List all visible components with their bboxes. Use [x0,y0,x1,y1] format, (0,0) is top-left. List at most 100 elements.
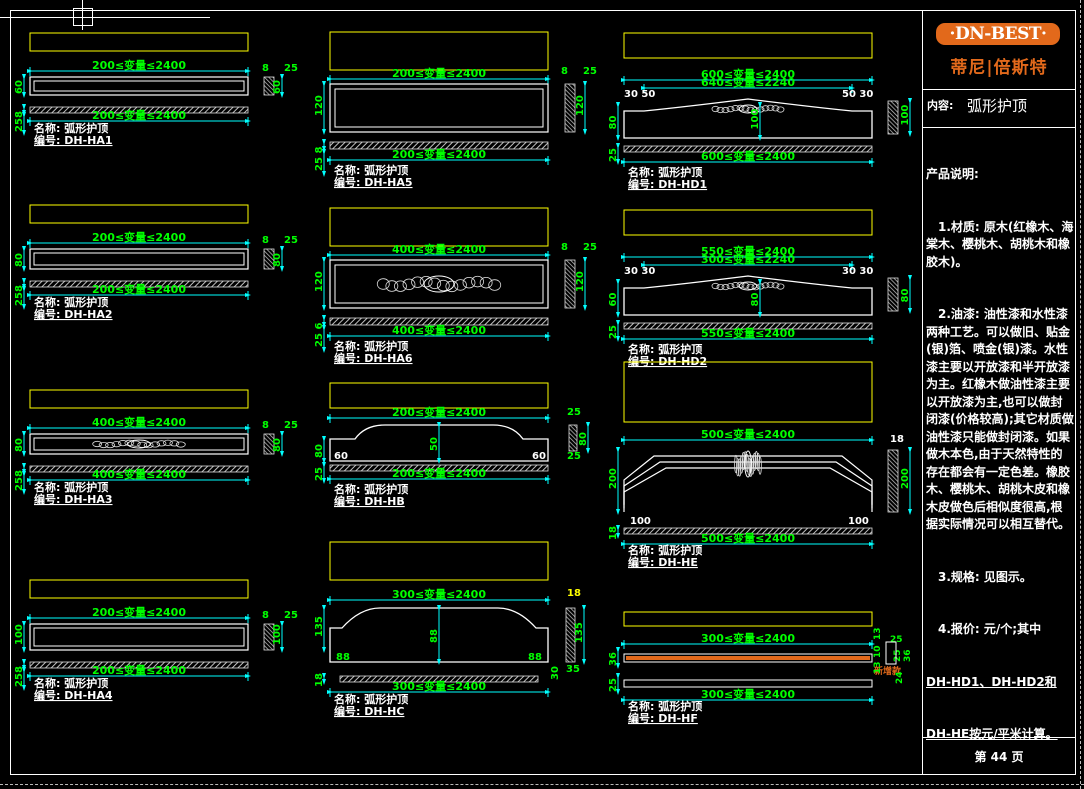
item-6-dim-top-label: 200≤变量≤2400 [392,405,486,419]
item-5-ornament-center [423,275,455,293]
item-8-dim-top-label: 600≤变量≤2400 [701,67,795,81]
item-1-name: 名称: 弧形护顶 [34,295,108,309]
item-2-dim-base-label: 8 [14,470,25,477]
item-3-top-view [29,661,249,669]
item-5-code: 编号: DH-HA6 [334,351,413,365]
item-9-name: 名称: 弧形护顶 [628,342,702,356]
brand-logo-text: ·DN-BEST· [936,23,1060,45]
item-10-dim-top-label: 500≤变量≤2400 [701,427,795,441]
sheet-border-dashed [0,784,1084,785]
item-6-dim-bottom-label: 200≤变量≤2400 [392,466,486,480]
item-1-front-inner [33,252,245,266]
item-11-front [623,653,873,663]
item-10-ornament-leaf [736,458,740,477]
item-3-dim-base-label: 8 [14,666,25,673]
item-5-ornament-leaf [479,276,493,289]
item-9-dim-mid-label: 300≤变量≤2240 [701,252,795,266]
content-value: 弧形护顶 [967,97,1028,115]
item-0-front-inner [33,80,245,92]
item-9-ornament-leaf [741,282,750,289]
item-3-code: 编号: DH-HA4 [34,688,113,702]
item-10-yellow-box [623,361,873,423]
item-7-left-w: 88 [336,652,350,663]
item-2-code: 编号: DH-HA3 [34,492,113,506]
item-3-side-b: 25 [284,610,298,621]
item-6-side-a: 25 [567,407,581,418]
item-2-ornament-leaf [175,441,186,448]
item-7-dim-bottom-label: 300≤变量≤2400 [392,679,486,693]
item-3-dim-bottom-label: 200≤变量≤2400 [92,663,186,677]
item-11-yellow-box [623,611,873,627]
item-9-yellow-box [623,209,873,236]
item-7-name: 名称: 弧形护顶 [334,692,408,706]
item-5-top-view [329,317,549,326]
product-description: 产品说明: 1.材质: 原木(红橡木、海棠木、樱桃木、胡桃木和橡胶木)。 2.油… [926,131,1074,779]
item-11-dim-total-label: 25 [608,678,619,692]
item-8-ornament-leaf [771,105,780,112]
brand-sub-text: 蒂尼|倍斯特 [950,58,1048,78]
item-5-ornament-leaf [411,276,424,288]
item-8-dim-mid-height-label: 100 [750,109,761,130]
item-5-side-b: 25 [583,242,597,253]
item-6-left-w: 60 [334,451,348,462]
item-2-ornament-center [127,439,151,449]
item-11-s4: 25 [893,649,903,662]
item-2-ornament-leaf [92,440,103,448]
item-7-dim-height-label: 135 [314,616,325,637]
item-11-dim-top-label: 300≤变量≤2400 [701,631,795,645]
item-0-side-b: 25 [284,63,298,74]
item-8-ornament-leaf [766,104,775,111]
item-5-ornament-leaf [385,280,399,292]
item-3-front [29,623,249,651]
item-0-top-view [29,106,249,114]
item-10-dim-height-label: 200 [608,468,619,489]
description-codes-line: DH-HD1、DH-HD2和 [926,674,1057,689]
item-10-code: 编号: DH-HE [628,555,698,569]
item-10-side-top: 18 [890,434,904,445]
item-2-front [29,433,249,455]
item-11-top-view [623,679,873,688]
item-2-front-inner [33,437,245,451]
item-0-dim-total-label: 25 [14,118,25,132]
item-10-ornament-leaf [739,455,744,474]
item-7-dim-top-label: 300≤变量≤2400 [392,587,486,601]
item-5-side-profile [564,259,576,309]
item-2-dim-total-label: 25 [14,477,25,491]
item-3-side-profile [263,623,275,651]
item-0-name: 名称: 弧形护顶 [34,121,108,135]
item-8-name: 名称: 弧形护顶 [628,165,702,179]
item-0-yellow-box [29,32,249,52]
description-line-4: 4.报价: 元/个;其中 [926,622,1042,636]
item-10-dim-bottom-label: 500≤变量≤2400 [701,531,795,545]
item-6-code: 编号: DH-HB [334,494,405,508]
description-line-1: 1.材质: 原木(红橡木、海棠木、樱桃木、胡桃木和橡胶木)。 [926,219,1074,269]
item-9-dim-top-label: 550≤变量≤2400 [701,244,795,258]
cad-cursor-pickbox [73,8,93,26]
item-10-ornament-center [744,450,752,478]
item-8-code: 编号: DH-HD1 [628,177,707,191]
item-3-front-inner [33,627,245,647]
item-4-front-inner [334,88,544,128]
cad-cursor-crosshair-vertical [82,0,83,30]
item-7-code: 编号: DH-HC [334,704,404,718]
item-11-dim-h1-label: 36 [608,652,619,666]
item-10-ornament-leaf [745,453,749,472]
item-2-ornament-leaf [150,441,160,448]
item-6-right-w: 60 [532,451,546,462]
item-11-side-profile [885,641,897,665]
item-2-ornament-leaf [156,440,167,447]
item-2-ornament-leaf [98,441,109,449]
item-2-top-view [29,465,249,473]
item-9-ornament [711,281,785,291]
item-8-side-profile [887,100,899,135]
item-1-front [29,248,249,270]
item-9-side-height-label: 80 [900,289,911,303]
item-2-ornament-leaf [111,441,122,448]
item-6-profile [329,424,549,462]
item-5-ornament-leaf [428,277,442,290]
item-7-right-w: 88 [528,652,542,663]
item-5-ornament-leaf [462,276,476,289]
item-1-side-height-label: 80 [272,253,283,267]
item-11-h2: 25 [890,635,903,645]
item-5-ornament-leaf [419,275,433,288]
